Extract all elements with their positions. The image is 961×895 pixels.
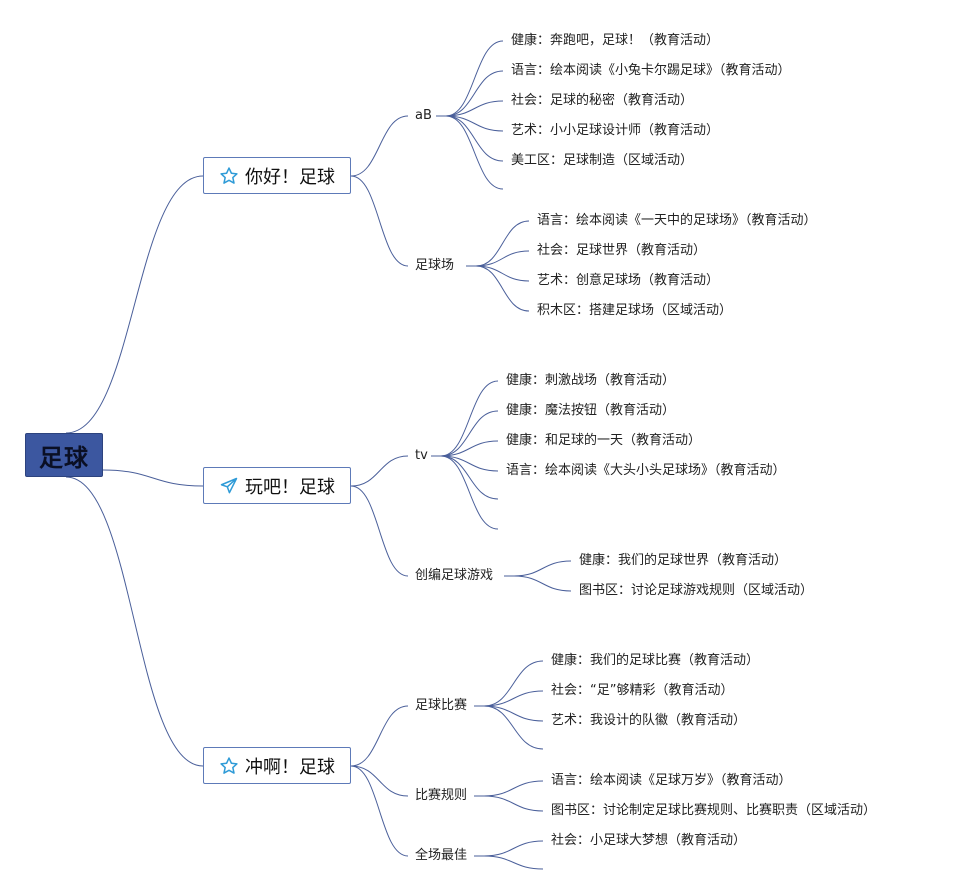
leaf-item[interactable]: 健康：奔跑吧，足球！（教育活动） bbox=[511, 33, 720, 48]
topic-node-play-football[interactable]: 玩吧！足球 bbox=[203, 467, 351, 504]
edge-topic-subtopic bbox=[350, 175, 409, 267]
leaf-item[interactable]: 社会：“足”够精彩（教育活动） bbox=[551, 683, 734, 698]
leaf-item[interactable]: 健康：我们的足球比赛（教育活动） bbox=[551, 653, 760, 668]
subtopic-football-field[interactable]: 足球场 bbox=[415, 258, 455, 273]
leaf-item[interactable]: 社会：足球世界（教育活动） bbox=[537, 243, 707, 258]
leaf-item[interactable]: 艺术：我设计的队徽（教育活动） bbox=[551, 713, 747, 728]
subtopic-create-football-game[interactable]: 创编足球游戏 bbox=[415, 568, 494, 583]
topic-node-hello-football[interactable]: 你好！足球 bbox=[203, 157, 351, 194]
edge-subtopic-leaf bbox=[475, 250, 530, 267]
leaf-item[interactable]: 语言：绘本阅读《一天中的足球场》（教育活动） bbox=[537, 213, 817, 228]
edge-subtopic-leaf bbox=[483, 780, 544, 797]
topic-label: 你好！足球 bbox=[245, 166, 335, 188]
edge-subtopic-leaf bbox=[445, 115, 504, 132]
topic-label: 冲啊！足球 bbox=[245, 756, 335, 778]
edge-subtopic-leaf bbox=[440, 455, 499, 472]
leaf-item[interactable]: 艺术：创意足球场（教育活动） bbox=[537, 273, 720, 288]
edge-topic-subtopic bbox=[350, 765, 409, 857]
leaf-item[interactable]: 健康：刺激战场（教育活动） bbox=[506, 373, 676, 388]
edge-subtopic-leaf bbox=[483, 690, 544, 707]
leaf-item[interactable]: 语言：绘本阅读《小兔卡尔踢足球》（教育活动） bbox=[511, 63, 791, 78]
subtopic-football-match[interactable]: 足球比赛 bbox=[415, 698, 468, 713]
leaf-item[interactable]: 语言：绘本阅读《足球万岁》（教育活动） bbox=[551, 773, 792, 788]
subtopic-tv[interactable]: tv bbox=[415, 448, 428, 463]
edge-subtopic-leaf bbox=[483, 840, 544, 857]
star-icon bbox=[219, 756, 239, 776]
subtopic-match-rules[interactable]: 比赛规则 bbox=[415, 788, 468, 803]
edge-subtopic-leaf bbox=[440, 455, 499, 530]
leaf-item[interactable]: 图书区：讨论制定足球比赛规则、比赛职责（区域活动） bbox=[551, 803, 877, 818]
edge-subtopic-leaf bbox=[445, 100, 504, 117]
edge-root-topic bbox=[65, 175, 204, 434]
edge-subtopic-leaf bbox=[483, 855, 544, 870]
leaf-item[interactable]: 积木区：搭建足球场（区域活动） bbox=[537, 303, 733, 318]
subtopic-mvp[interactable]: 全场最佳 bbox=[415, 848, 468, 863]
edge-subtopic-leaf bbox=[513, 560, 572, 577]
topic-label: 玩吧！足球 bbox=[245, 476, 335, 498]
edge-topic-subtopic bbox=[350, 115, 409, 177]
star-icon bbox=[219, 166, 239, 186]
subtopic-ab[interactable]: aB bbox=[415, 108, 432, 123]
leaf-item[interactable]: 健康：我们的足球世界（教育活动） bbox=[579, 553, 788, 568]
edge-subtopic-leaf bbox=[475, 265, 530, 282]
edge-subtopic-leaf bbox=[445, 70, 504, 117]
edge-subtopic-leaf bbox=[483, 705, 544, 750]
leaf-item[interactable]: 美工区：足球制造（区域活动） bbox=[511, 153, 694, 168]
edge-root-topic bbox=[65, 476, 204, 767]
leaf-item[interactable]: 健康：魔法按钮（教育活动） bbox=[506, 403, 676, 418]
edge-subtopic-leaf bbox=[513, 575, 572, 592]
edge-subtopic-leaf bbox=[440, 380, 499, 457]
leaf-item[interactable]: 语言：绘本阅读《大头小头足球场》（教育活动） bbox=[506, 463, 786, 478]
edge-subtopic-leaf bbox=[483, 795, 544, 812]
edge-topic-subtopic bbox=[350, 455, 409, 487]
edge-subtopic-leaf bbox=[440, 410, 499, 457]
edge-topic-subtopic bbox=[350, 765, 409, 797]
edge-root-topic bbox=[102, 469, 204, 487]
edge-subtopic-leaf bbox=[445, 115, 504, 190]
edge-subtopic-leaf bbox=[475, 220, 530, 267]
edge-subtopic-leaf bbox=[445, 115, 504, 162]
leaf-item[interactable]: 艺术：小小足球设计师（教育活动） bbox=[511, 123, 720, 138]
edge-subtopic-leaf bbox=[483, 660, 544, 707]
leaf-item[interactable]: 社会：小足球大梦想（教育活动） bbox=[551, 833, 747, 848]
leaf-item[interactable]: 图书区：讨论足球游戏规则（区域活动） bbox=[579, 583, 814, 598]
edge-topic-subtopic bbox=[350, 705, 409, 767]
edge-subtopic-leaf bbox=[483, 705, 544, 722]
leaf-item[interactable]: 社会：足球的秘密（教育活动） bbox=[511, 93, 694, 108]
leaf-item[interactable]: 健康：和足球的一天（教育活动） bbox=[506, 433, 702, 448]
edge-subtopic-leaf bbox=[440, 440, 499, 457]
edge-subtopic-leaf bbox=[475, 265, 530, 312]
topic-node-go-football[interactable]: 冲啊！足球 bbox=[203, 747, 351, 784]
edge-subtopic-leaf bbox=[445, 40, 504, 117]
paper-plane-icon bbox=[219, 476, 239, 496]
edge-topic-subtopic bbox=[350, 485, 409, 577]
root-node[interactable]: 足球 bbox=[25, 433, 103, 477]
edge-subtopic-leaf bbox=[440, 455, 499, 500]
